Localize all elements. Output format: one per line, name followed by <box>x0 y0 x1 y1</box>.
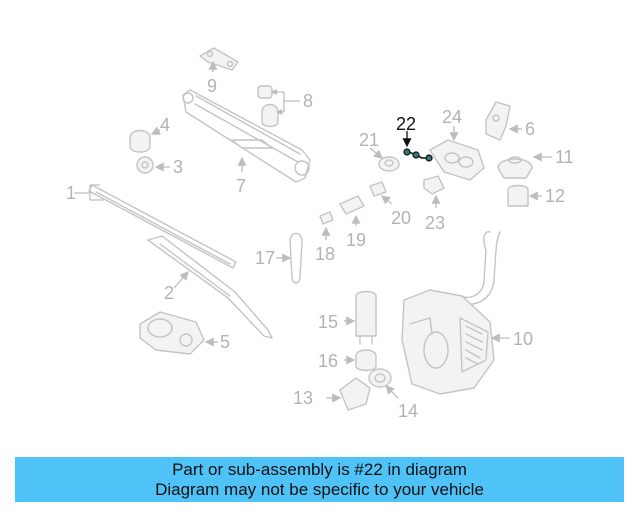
part-16-grommet-drawing <box>355 349 377 372</box>
part-3-nut-drawing <box>136 156 154 174</box>
callout-20: 20 <box>391 208 411 228</box>
callout-9: 9 <box>207 76 217 96</box>
callout-21: 21 <box>359 130 379 150</box>
callout-22-highlighted: 22 <box>396 114 416 134</box>
part-6-bracket-drawing <box>485 101 511 141</box>
callout-7: 7 <box>236 176 246 196</box>
callout-2: 2 <box>164 283 174 303</box>
part-24-housing-drawing <box>429 139 485 181</box>
part-13-pump-drawing <box>339 377 371 411</box>
part-9-bracket-drawing <box>199 47 239 71</box>
part-20-connector-drawing <box>369 181 387 197</box>
callout-5: 5 <box>220 332 230 352</box>
callout-4: 4 <box>160 115 170 135</box>
part-22-hose-drawing <box>403 148 433 162</box>
part-11-seal-drawing <box>497 156 533 179</box>
part-8-bushing-drawing <box>257 85 279 128</box>
callout-16: 16 <box>318 351 338 371</box>
part-21-grommet-drawing <box>378 156 400 172</box>
part-15-pump-drawing <box>355 290 377 345</box>
callout-1: 1 <box>66 183 76 203</box>
callout-14: 14 <box>398 401 418 421</box>
part-14-seal-drawing <box>368 368 392 388</box>
callout-18: 18 <box>315 244 335 264</box>
banner-line-2: Diagram may not be specific to your vehi… <box>155 480 484 499</box>
part-5-wiper-motor-drawing <box>139 311 205 355</box>
callout-24: 24 <box>442 107 462 127</box>
part-17-hose-drawing <box>289 232 303 284</box>
callout-13: 13 <box>293 388 313 408</box>
callout-17: 17 <box>255 248 275 268</box>
part-4-cap-drawing <box>129 129 151 153</box>
callout-8: 8 <box>303 91 313 111</box>
callout-6: 6 <box>525 119 535 139</box>
callout-15: 15 <box>318 312 338 332</box>
part-2-wiper-arm-drawing <box>147 235 273 339</box>
callout-12: 12 <box>545 186 565 206</box>
callout-11: 11 <box>555 147 574 167</box>
callout-10: 10 <box>513 329 533 349</box>
part-19-valve-drawing <box>339 195 365 215</box>
part-10-reservoir-drawing <box>401 231 501 395</box>
callout-3: 3 <box>173 157 183 177</box>
part-12-filler-neck-drawing <box>507 184 529 207</box>
callout-19: 19 <box>346 230 366 250</box>
part-18-tube-drawing <box>319 211 334 225</box>
banner-line-1: Part or sub-assembly is #22 in diagram <box>172 460 467 479</box>
part-7-linkage-drawing <box>182 89 311 183</box>
callout-23: 23 <box>425 213 445 233</box>
info-banner: Part or sub-assembly is #22 in diagram D… <box>15 457 624 502</box>
part-1-wiper-blade-drawing <box>88 184 237 269</box>
part-23-nozzle-drawing <box>423 175 445 195</box>
